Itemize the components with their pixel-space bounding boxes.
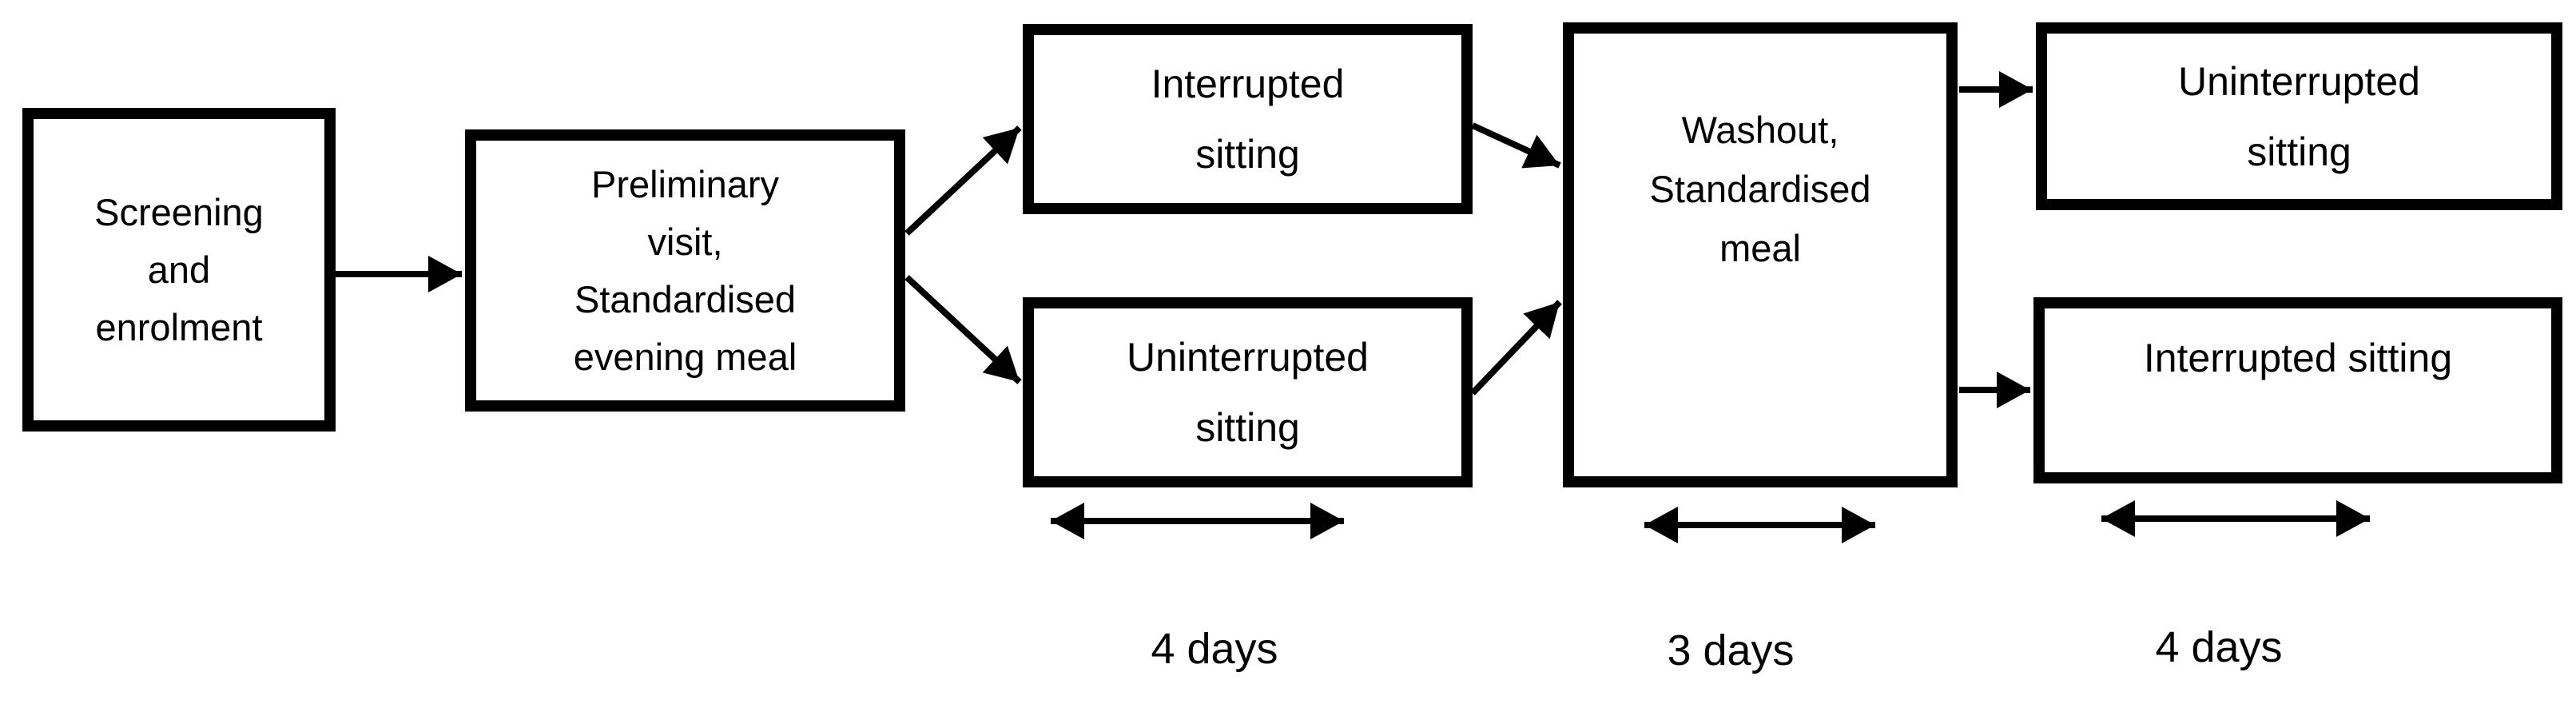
box-text-line: Screening [94,190,264,233]
box-uninterrupted-sitting-1: Uninterrupted sitting [1023,297,1473,487]
box-interrupted-sitting-1: Interrupted sitting [1023,24,1473,214]
connector-preliminary-to-interrupted-sitting-1 [904,125,1022,236]
box-text-line: Uninterrupted [1127,335,1369,380]
connector-interrupted-sitting-1-to-washout [1471,122,1561,169]
box-text-line: visit, [647,220,723,263]
box-text-line: Interrupted sitting [2143,336,2453,380]
box-text-line: sitting [2247,129,2351,174]
box-text-line: Standardised [574,277,796,320]
box-text-line: evening meal [573,335,797,378]
box-text-line: sitting [1195,132,1300,177]
box-text-line: meal [1719,227,1801,269]
box-interrupted-sitting-2: Interrupted sitting [2033,297,2562,483]
box-text-line: Standardised [1649,168,1871,210]
connector-preliminary-to-uninterrupted-sitting-1 [904,275,1022,384]
box-washout-standardised-meal: Washout, Standardised meal [1563,22,1958,487]
duration-label-washout: 3 days [1667,626,1795,674]
duration-label-period2: 4 days [2155,623,2283,671]
box-text-line: Uninterrupted [2178,58,2420,104]
box-text-line: enrolment [95,305,263,348]
box-text-line: sitting [1195,405,1300,450]
box-preliminary-visit: Preliminary visit, Standardised evening … [465,129,905,412]
box-uninterrupted-sitting-2: Uninterrupted sitting [2036,22,2562,210]
box-text-line: Washout, [1681,109,1839,151]
box-text-line: Interrupted [1151,62,1345,106]
box-screening-enrolment: Screening and enrolment [22,108,336,432]
box-text-line: and [147,248,211,291]
box-text-line: Preliminary [590,162,780,205]
duration-label-period1: 4 days [1151,625,1278,673]
connector-uninterrupted-sitting-1-to-washout [1470,300,1562,396]
